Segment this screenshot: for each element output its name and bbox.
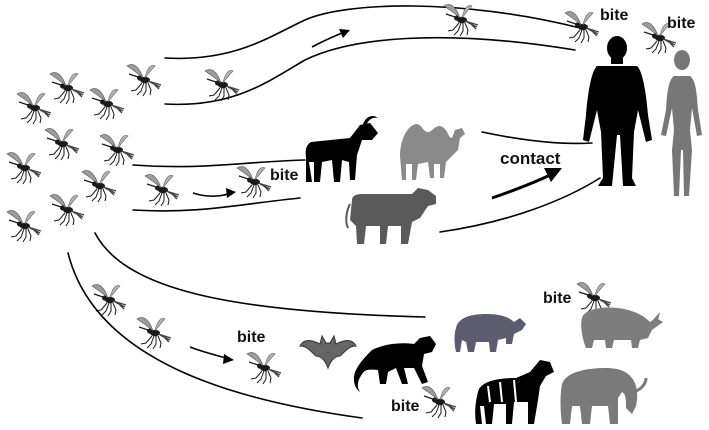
mosquito-icon xyxy=(89,87,125,121)
mosquito-icon xyxy=(126,63,162,97)
mosquito-icon xyxy=(246,351,282,385)
arrow-human-head xyxy=(339,29,350,38)
path-livestock-lower xyxy=(132,197,301,212)
mosquito-icon xyxy=(6,151,42,185)
bite-label-wildlife-left: bite xyxy=(237,329,266,346)
mosquito-icon xyxy=(144,173,180,207)
rhino-icon xyxy=(581,307,663,348)
mosquito-icon xyxy=(81,169,117,203)
woman-icon xyxy=(661,50,702,196)
mosquito-icon xyxy=(49,193,85,227)
monkey-icon xyxy=(353,336,436,392)
mosquito-swarm xyxy=(6,63,162,243)
bite-label-human-2: bite xyxy=(667,15,696,32)
path-livestock-upper xyxy=(132,159,306,168)
mosquito-icon xyxy=(49,71,85,105)
bite-label-wildlife-top: bite xyxy=(543,290,572,307)
path-human-upper xyxy=(164,5,581,60)
zebra-icon xyxy=(475,360,554,424)
warthog-icon xyxy=(454,314,526,352)
mosquito-icon xyxy=(236,165,272,199)
mosquito-icon xyxy=(564,10,600,44)
arrow-wildlife xyxy=(189,346,227,359)
path-contact-lower xyxy=(439,177,601,233)
path-wildlife-upper xyxy=(94,232,426,318)
mosquito-icon xyxy=(91,283,127,317)
arrow-livestock-head xyxy=(226,188,236,198)
arrow-contact-head xyxy=(544,168,562,182)
goat-icon xyxy=(305,116,378,182)
mosquito-icon xyxy=(6,209,42,243)
path-contact-upper xyxy=(481,131,593,145)
mosquito-icon xyxy=(16,91,52,125)
bat-icon xyxy=(299,334,357,370)
cow-icon xyxy=(345,188,436,244)
arrows xyxy=(189,29,562,364)
arrow-wildlife-head xyxy=(223,354,234,364)
bite-label-livestock: bite xyxy=(270,167,299,184)
arrow-livestock xyxy=(192,192,229,197)
bite-label-wildlife-bottom: bite xyxy=(391,398,420,415)
arrow-contact xyxy=(491,174,549,200)
mosquito-icon xyxy=(44,127,80,161)
path-wildlife-lower xyxy=(67,252,363,419)
path-human-lower xyxy=(164,36,576,106)
arrow-human xyxy=(311,32,343,48)
bite-label-human-1: bite xyxy=(600,7,629,24)
camel-icon xyxy=(400,124,465,180)
elephant-icon xyxy=(560,368,648,424)
contact-label: contact xyxy=(500,149,561,168)
man-icon xyxy=(583,36,652,186)
mosquito-icon xyxy=(136,316,172,350)
mosquito-icon xyxy=(99,133,135,167)
mosquito-icon xyxy=(421,385,457,419)
